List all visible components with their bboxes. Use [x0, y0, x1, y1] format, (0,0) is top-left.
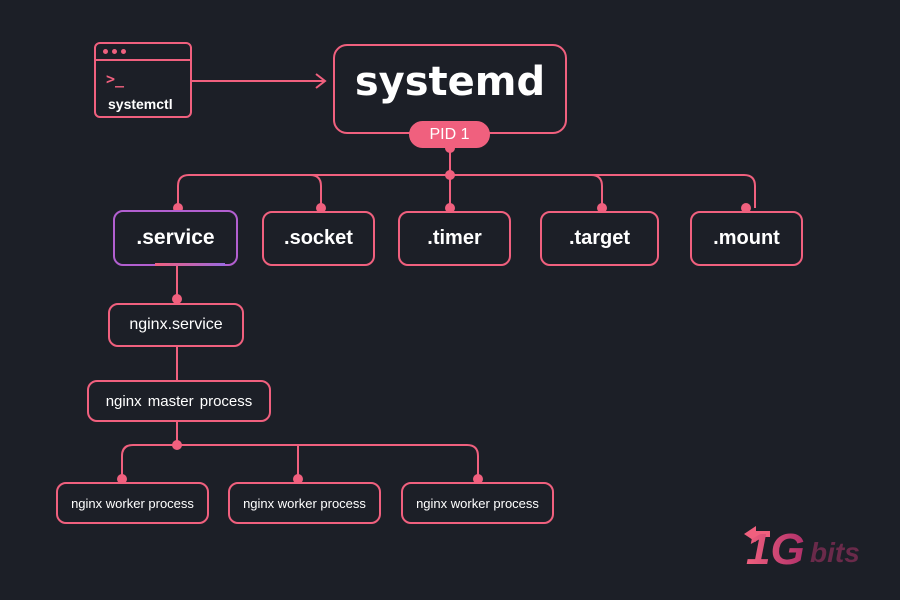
node-label: nginx master process [105, 392, 253, 410]
junction-dot [293, 474, 303, 484]
unit-target-node: .target [540, 211, 659, 266]
window-dots [103, 49, 126, 54]
nginx-service-node: nginx.service [108, 303, 244, 347]
unit-label: .timer [427, 227, 482, 249]
junction-dot [741, 203, 751, 213]
terminal-label: systemctl [108, 96, 173, 112]
systemd-node: systemd [333, 44, 567, 134]
junction-dot [445, 203, 455, 213]
node-label: nginx.service [129, 316, 223, 333]
prompt-icon: >_ [106, 70, 125, 88]
dot-icon [112, 49, 117, 54]
junction-dot [172, 440, 182, 450]
terminal-window: >_ systemctl [94, 42, 192, 118]
highlight-underline [155, 263, 225, 266]
nginx-worker-node: nginx worker process [228, 482, 381, 524]
brand-logo: 1G bits [744, 525, 860, 570]
unit-label: .service [136, 226, 215, 249]
unit-label: .socket [284, 227, 353, 249]
node-label: nginx worker process [243, 495, 366, 511]
unit-socket-node: .socket [262, 211, 375, 266]
unit-timer-node: .timer [398, 211, 511, 266]
junction-dot [597, 203, 607, 213]
logo-mark: 1G [746, 525, 805, 570]
junction-dot [316, 203, 326, 213]
dot-icon [103, 49, 108, 54]
nginx-master-node: nginx master process [87, 380, 271, 422]
junction-dot [172, 294, 182, 304]
unit-label: .target [568, 227, 631, 249]
dot-icon [121, 49, 126, 54]
junction-dot [473, 474, 483, 484]
node-label: nginx worker process [416, 495, 539, 511]
title-bar-divider [96, 59, 190, 61]
unit-service-node: .service [113, 210, 238, 266]
junction-dot [445, 170, 455, 180]
junction-dot [117, 474, 127, 484]
logo-word: bits [810, 537, 860, 568]
nginx-worker-node: nginx worker process [401, 482, 554, 524]
pid-badge: PID 1 [409, 121, 490, 148]
unit-mount-node: .mount [690, 211, 803, 266]
systemd-title: systemd [354, 59, 546, 105]
arrow-icon [744, 526, 770, 542]
unit-label: .mount [713, 227, 780, 249]
nginx-worker-node: nginx worker process [56, 482, 209, 524]
node-label: nginx worker process [71, 495, 194, 511]
